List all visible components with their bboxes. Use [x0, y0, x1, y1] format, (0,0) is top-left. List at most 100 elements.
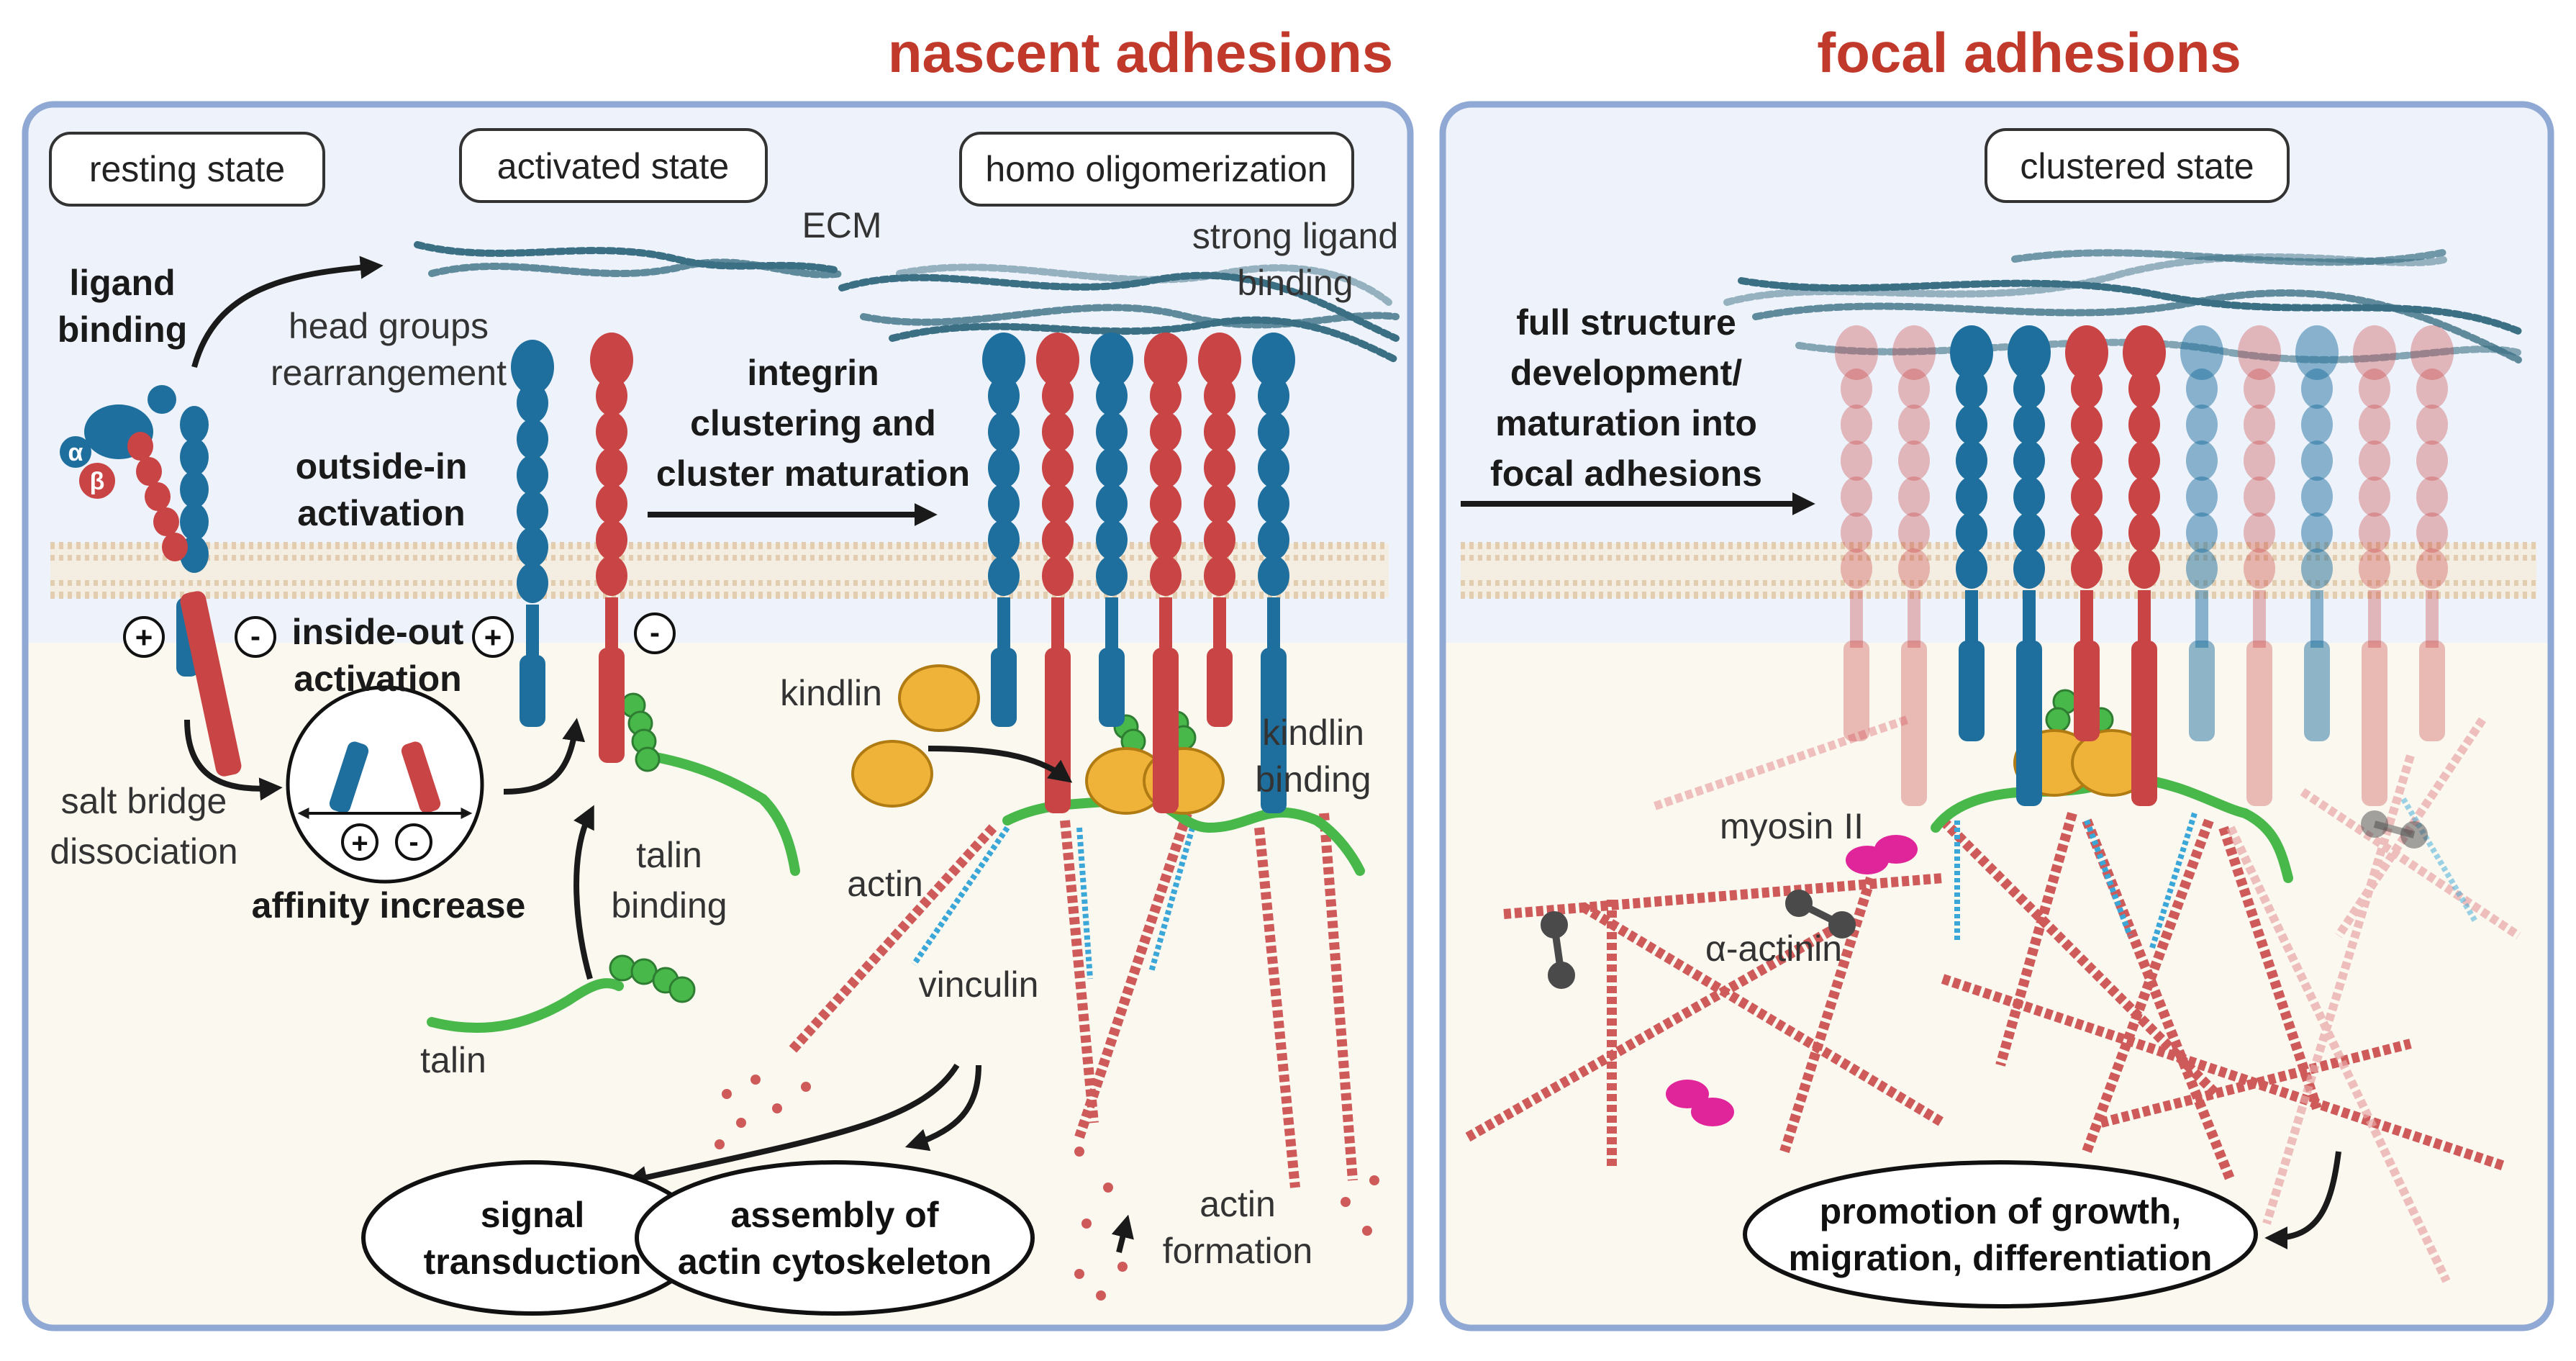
integrin-domain — [1204, 520, 1235, 560]
integrin-domain — [2128, 404, 2160, 445]
oval-promotion: promotion of growth, migration, differen… — [1743, 1160, 2258, 1308]
integrin-domain — [596, 520, 627, 560]
integrin-domain — [2071, 368, 2103, 409]
integrin-head — [2008, 325, 2051, 380]
integrin-domain — [1956, 548, 1987, 589]
svg-text:+: + — [351, 828, 368, 859]
integrin-domain — [1258, 412, 1289, 452]
svg-text:promotion of growth,: promotion of growth, — [1820, 1191, 2182, 1231]
svg-text:β: β — [90, 468, 105, 495]
state-clustered: clustered state — [1985, 128, 2290, 203]
integrin-domain — [1898, 548, 1930, 589]
integrin-tail — [991, 648, 1017, 727]
svg-text:ligand: ligand — [69, 263, 175, 303]
integrin-domain — [1956, 404, 1987, 445]
integrin-domain — [153, 507, 179, 536]
integrin-head — [590, 333, 633, 387]
svg-text:salt bridge: salt bridge — [61, 781, 227, 821]
integrin-head — [2180, 325, 2223, 380]
integrin-domain — [2128, 548, 2160, 589]
integrin-tail — [1901, 641, 1927, 806]
svg-text:rearrangement: rearrangement — [271, 353, 507, 393]
integrin-domain — [2416, 476, 2448, 517]
integrin-head — [1090, 333, 1133, 387]
integrin-domain — [1258, 484, 1289, 524]
integrin-domain — [1096, 412, 1128, 452]
integrin-domain — [148, 385, 176, 414]
integrin-domain — [2301, 548, 2333, 589]
integrin-head — [2353, 325, 2396, 380]
integrin-stalk — [605, 597, 618, 655]
svg-text:kindlin: kindlin — [780, 673, 882, 713]
integrin-domain — [1204, 376, 1235, 416]
integrin-domain — [2186, 476, 2218, 517]
integrin-domain — [988, 484, 1020, 524]
integrin-domain — [1096, 448, 1128, 488]
integrin-domain — [596, 448, 627, 488]
svg-text:transduction: transduction — [424, 1242, 642, 1282]
integrin-domain — [1956, 368, 1987, 409]
integrin-domain — [1898, 476, 1930, 517]
integrin-domain — [2244, 548, 2275, 589]
svg-text:migration, differentiation: migration, differentiation — [1789, 1238, 2213, 1278]
integrin-tail — [520, 655, 545, 727]
integrin-domain — [1150, 448, 1182, 488]
integrins — [60, 325, 2454, 813]
svg-text:development/: development/ — [1510, 353, 1742, 393]
alpha-actinin — [1541, 810, 2428, 989]
integrin-domain — [1042, 520, 1074, 560]
integrin-domain — [2071, 548, 2103, 589]
svg-text:cluster maturation: cluster maturation — [656, 453, 970, 494]
svg-text:α: α — [68, 439, 83, 466]
integrin-head — [2238, 325, 2281, 380]
integrin-domain — [1204, 448, 1235, 488]
integrin-domain — [2244, 368, 2275, 409]
integrin-head — [982, 333, 1025, 387]
integrin-stalk — [2310, 590, 2323, 648]
integrin-tail — [2304, 641, 2330, 741]
svg-text:kindlin: kindlin — [1262, 713, 1364, 753]
svg-text:α-actinin: α-actinin — [1705, 928, 1842, 969]
svg-text:vinculin: vinculin — [919, 964, 1039, 1005]
arrows — [184, 256, 2341, 1253]
integrin-domain — [2186, 404, 2218, 445]
integrin-tail — [1207, 648, 1233, 727]
integrin-domain — [1956, 440, 1987, 481]
svg-text:+: + — [484, 620, 502, 654]
svg-text:-: - — [250, 619, 260, 653]
charge-markers: + - + - — [123, 612, 676, 658]
integrin-domain — [2416, 512, 2448, 553]
svg-text:activated state: activated state — [497, 146, 729, 186]
integrin-head — [2123, 325, 2166, 380]
integrin-stalk — [1213, 597, 1226, 655]
integrin-domain — [517, 563, 548, 603]
svg-text:head groups: head groups — [289, 306, 489, 346]
talin-free — [427, 954, 696, 1034]
integrin-domain — [517, 491, 548, 531]
integrin-domain — [1096, 520, 1128, 560]
svg-text:maturation into: maturation into — [1495, 403, 1757, 443]
integrin-domain — [596, 484, 627, 524]
integrin-domain — [1841, 548, 1872, 589]
svg-text:homo oligomerization: homo oligomerization — [985, 149, 1327, 189]
integrin-head — [2411, 325, 2454, 380]
integrin-domain — [1898, 440, 1930, 481]
integrin-stalk — [2023, 590, 2036, 648]
integrin-tail — [599, 648, 625, 763]
integrin-domain — [2013, 512, 2045, 553]
svg-text:integrin: integrin — [747, 353, 879, 393]
integrin-head — [511, 340, 554, 394]
integrin-domain — [1841, 476, 1872, 517]
integrin-domain — [127, 432, 153, 461]
integrin-domain — [1841, 512, 1872, 553]
integrin-stalk — [2138, 590, 2151, 648]
svg-text:signal: signal — [481, 1195, 584, 1235]
svg-text:full structure: full structure — [1516, 302, 1736, 343]
integrin-domain — [2128, 368, 2160, 409]
actin-network-focal — [1465, 812, 2506, 1183]
integrin-domain — [180, 471, 209, 508]
integrin-domain — [145, 482, 171, 511]
actin-monomers — [715, 1075, 1379, 1301]
integrin-stalk — [2195, 590, 2208, 648]
